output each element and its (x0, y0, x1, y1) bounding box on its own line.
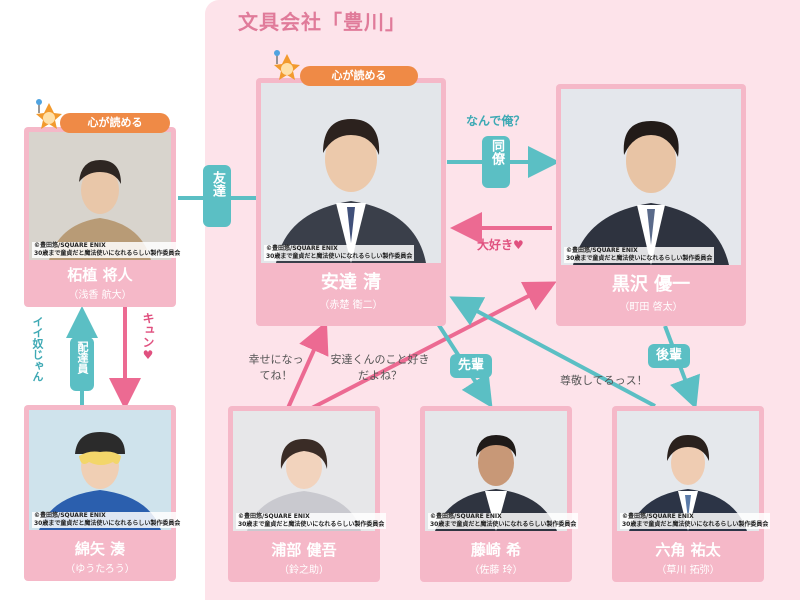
person-name: 柘植 将人 (67, 266, 133, 284)
person-actor: （鈴之助） (279, 565, 329, 576)
sonkei-arrow (449, 296, 656, 408)
photo-rokkaku: ©豊田悠/SQUARE ENIX 30歳まで童貞だと魔法使いになれるらしい製作委… (617, 411, 771, 531)
kohai-label: 後輩 (648, 344, 690, 368)
person-actor: （草川 拓弥） (656, 565, 720, 576)
card-urabe: ©豊田悠/SQUARE ENIX 30歳まで童貞だと魔法使いになれるらしい製作委… (228, 406, 387, 582)
person-actor: （ゆうたろう） (65, 564, 135, 575)
photo-kurosawa: ©豊田悠/SQUARE ENIX 30歳まで童貞だと魔法使いになれるらしい製作委… (561, 89, 741, 265)
person-actor: （佐藤 玲） (469, 565, 523, 576)
credit-line-2: 30歳まで童貞だと魔法使いになれるらしい製作委員会 (266, 253, 413, 260)
suki-arrow (307, 281, 557, 412)
card-wataya: ©豊田悠/SQUARE ENIX 30歳まで童貞だと魔法使いになれるらしい製作委… (24, 405, 183, 581)
doryo-label: 同僚 (482, 136, 510, 188)
credit-line-1: ©豊田悠/SQUARE ENIX (238, 513, 310, 520)
credit-line-1: ©豊田悠/SQUARE ENIX (34, 242, 106, 249)
photo-fujisaki: ©豊田悠/SQUARE ENIX 30歳まで童貞だと魔法使いになれるらしい製作委… (425, 411, 579, 531)
mascot-icon (272, 50, 302, 84)
person-name: 綿矢 湊 (74, 540, 126, 558)
credit-line-1: ©豊田悠/SQUARE ENIX (566, 247, 638, 254)
photo-wataya: ©豊田悠/SQUARE ENIX 30歳まで童貞だと魔法使いになれるらしい製作委… (29, 410, 183, 530)
credit-line-2: 30歳まで童貞だと魔法使いになれるらしい製作委員会 (566, 255, 713, 262)
person-name: 六角 祐太 (655, 541, 721, 559)
card-kurosawa: ©豊田悠/SQUARE ENIX 30歳まで童貞だと魔法使いになれるらしい製作委… (556, 84, 746, 326)
kyun-label: キュン♥ (141, 312, 155, 362)
credit-line-2: 30歳まで童貞だと魔法使いになれるらしい製作委員会 (34, 520, 181, 527)
card-fujisaki: ©豊田悠/SQUARE ENIX 30歳まで童貞だと魔法使いになれるらしい製作委… (420, 406, 579, 582)
ii-yatsu-label: イイ奴じゃん (31, 316, 44, 382)
credit-line-2: 30歳まで童貞だと魔法使いになれるらしい製作委員会 (34, 250, 181, 257)
credit-line-1: ©豊田悠/SQUARE ENIX (34, 512, 106, 519)
company-title: 文具会社「豊川」 (238, 10, 406, 34)
credit-line-1: ©豊田悠/SQUARE ENIX (266, 245, 338, 252)
photo-urabe: ©豊田悠/SQUARE ENIX 30歳まで童貞だと魔法使いになれるらしい製作委… (233, 411, 387, 531)
card-adachi: ©豊田悠/SQUARE ENIX 30歳まで童貞だと魔法使いになれるらしい製作委… (256, 78, 446, 326)
person-actor: （町田 啓太） (619, 302, 683, 313)
photo-adachi: ©豊田悠/SQUARE ENIX 30歳まで童貞だと魔法使いになれるらしい製作委… (261, 83, 441, 263)
card-tsuge: ©豊田悠/SQUARE ENIX 30歳まで童貞だと魔法使いになれるらしい製作委… (24, 127, 183, 307)
suki-dayone-label: 安達くんのこと好きだよね？ (330, 353, 430, 382)
credit-line-2: 30歳まで童貞だと魔法使いになれるらしい製作委員会 (622, 521, 769, 528)
person-actor: （浅香 航大） (68, 290, 132, 301)
credit-line-1: ©豊田悠/SQUARE ENIX (622, 513, 694, 520)
nande-ore-label: なんで俺？ (466, 114, 526, 128)
photo-tsuge: ©豊田悠/SQUARE ENIX 30歳まで童貞だと魔法使いになれるらしい製作委… (29, 132, 183, 260)
credit-line-2: 30歳まで童貞だと魔法使いになれるらしい製作委員会 (238, 521, 385, 528)
person-name: 黒沢 優一 (611, 274, 691, 295)
mind-reader-badge: 心が読める (300, 66, 418, 86)
person-name: 安達 清 (320, 272, 382, 293)
card-rokkaku: ©豊田悠/SQUARE ENIX 30歳まで童貞だと魔法使いになれるらしい製作委… (612, 406, 771, 582)
sonkei-label: 尊敬してるっス！ (560, 374, 648, 387)
person-name: 藤崎 希 (470, 541, 522, 559)
daisuki-label: 大好き♥ (477, 238, 524, 252)
person-actor: （赤楚 衛二） (319, 300, 383, 311)
mind-reader-badge: 心が読める (60, 113, 170, 133)
credit-line-1: ©豊田悠/SQUARE ENIX (430, 513, 502, 520)
credit-line-2: 30歳まで童貞だと魔法使いになれるらしい製作委員会 (430, 521, 577, 528)
person-name: 浦部 健吾 (271, 541, 337, 559)
tomodachi-label: 友達 (203, 165, 231, 227)
haitatsuin-label: 配達員 (70, 337, 94, 391)
shiawase-label: 幸せになってね！ (248, 353, 304, 382)
senpai-label: 先輩 (450, 354, 492, 378)
mascot-icon (34, 99, 64, 133)
shiawase-arrow (286, 321, 329, 409)
